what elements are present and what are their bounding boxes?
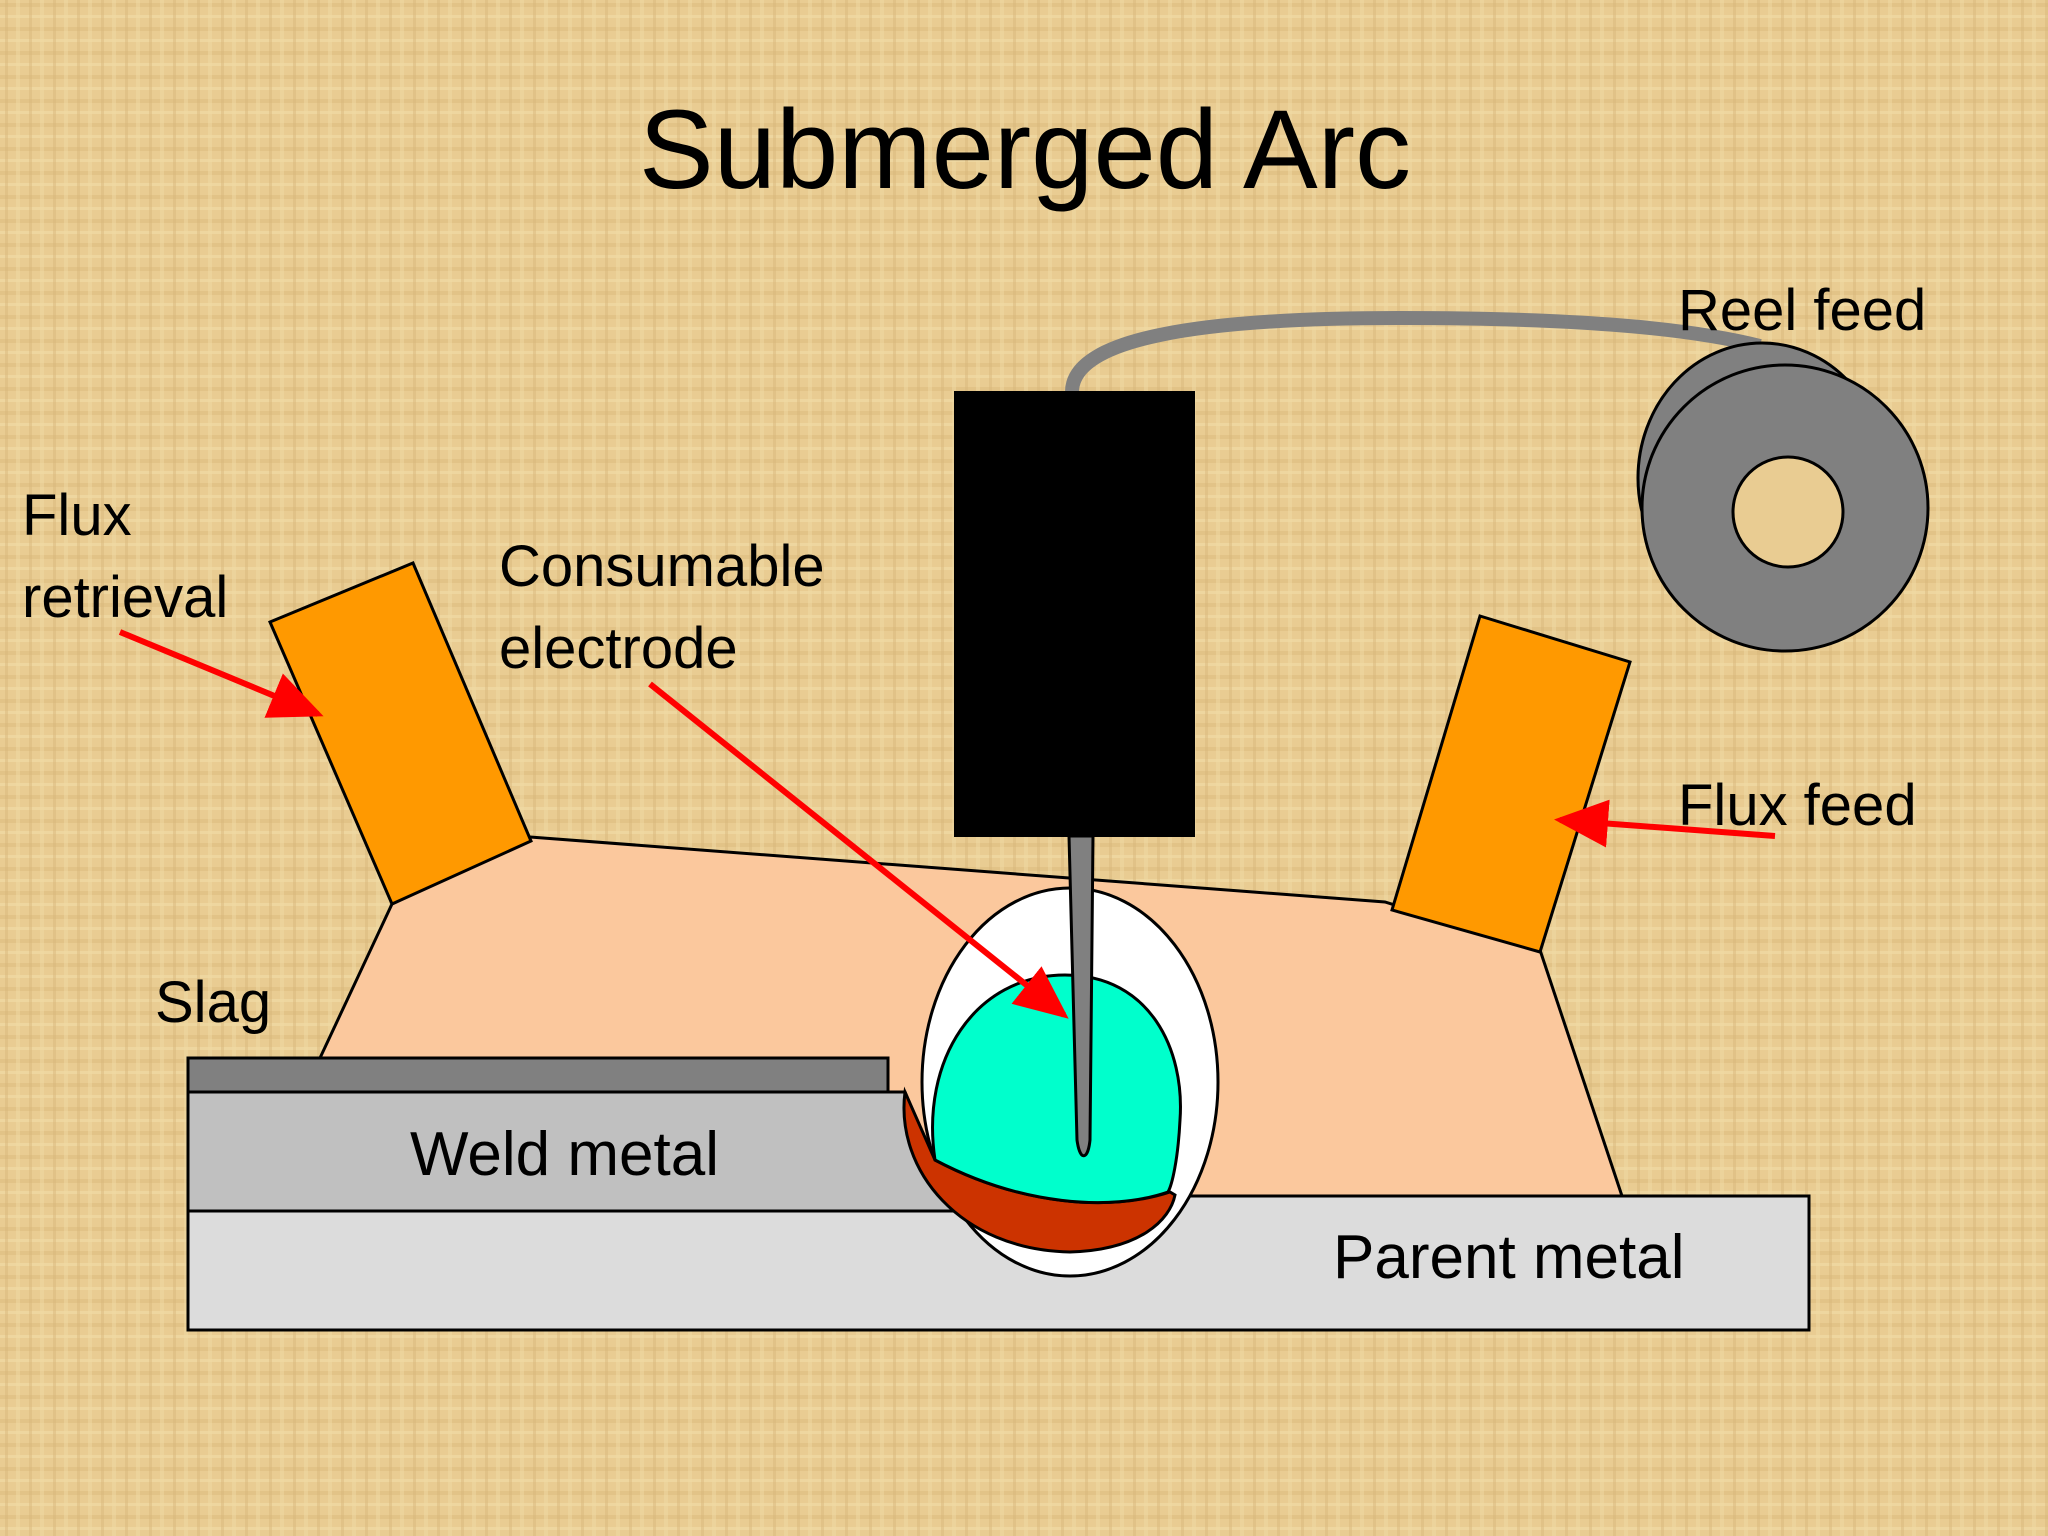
electrode-holder bbox=[954, 391, 1195, 837]
label-reel-feed: Reel feed bbox=[1678, 278, 1926, 343]
wire-reel-icon bbox=[1636, 341, 1930, 653]
consumable-electrode-wire bbox=[1067, 834, 1095, 1158]
flux-feed-nozzle bbox=[1390, 614, 1632, 954]
label-flux-retrieval-line1: Flux bbox=[22, 483, 132, 548]
label-weld-metal: Weld metal bbox=[410, 1120, 719, 1189]
flux-feed-arrow bbox=[1554, 799, 1776, 848]
consumable-electrode-arrow bbox=[648, 681, 1069, 1019]
label-slag: Slag bbox=[155, 970, 271, 1035]
feed-wire bbox=[1065, 310, 1762, 393]
page-title: Submerged Arc bbox=[639, 87, 1411, 212]
label-consumable-electrode-line1: Consumable bbox=[499, 534, 825, 599]
label-consumable-electrode-line2: electrode bbox=[499, 616, 738, 681]
flux-retrieval-nozzle bbox=[268, 561, 533, 906]
label-parent-metal: Parent metal bbox=[1333, 1223, 1685, 1292]
label-flux-retrieval-line2: retrieval bbox=[22, 565, 228, 630]
flux-retrieval-arrow bbox=[118, 629, 324, 718]
slag-layer bbox=[186, 1056, 890, 1094]
arc-plasma bbox=[931, 973, 1182, 1205]
label-flux-feed: Flux feed bbox=[1678, 773, 1917, 838]
